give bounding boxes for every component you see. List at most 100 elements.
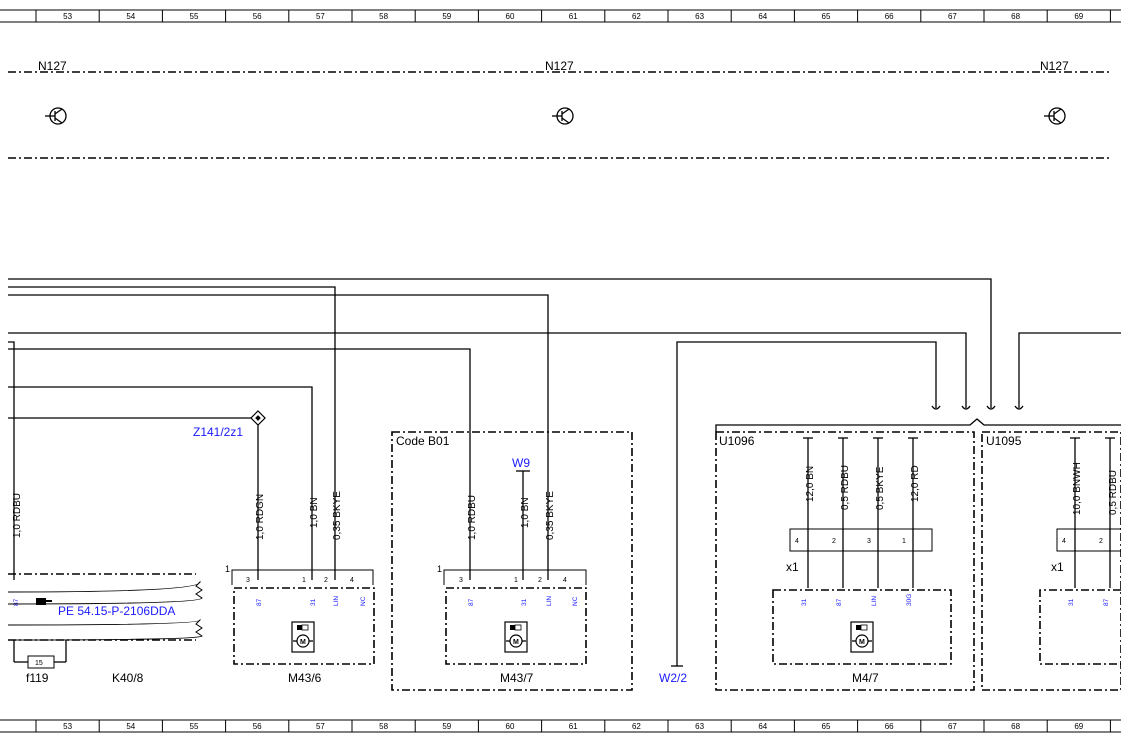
ruler-column-label: 56 — [253, 722, 262, 731]
pin-number: 1 — [902, 538, 906, 545]
u-modules: U1096 U1095 12,0 BN 0,5 RDBU 0,5 BKYE 1 2… — [715, 418, 1121, 691]
ruler-column-label: 69 — [1074, 722, 1083, 731]
pin-name: LIN — [871, 596, 878, 606]
ruler-column-label: 62 — [632, 722, 641, 731]
ruler-column-label: 67 — [948, 722, 957, 731]
pin-name: 30G — [906, 594, 913, 606]
k40-label: K40/8 — [112, 671, 144, 685]
k40-area: 1,0 RDBU 87 15 — [7, 493, 203, 669]
m47-wire-2: 0,5 RDBU — [840, 465, 851, 510]
pin-number: 3 — [246, 577, 250, 584]
pin-name: 87 — [1103, 598, 1110, 606]
pin-number: 1 — [302, 577, 306, 584]
bus-wires — [8, 278, 1121, 667]
pin-name: 31 — [1068, 598, 1075, 606]
transistor-symbol-icon — [45, 107, 67, 125]
ruler-column-label: 57 — [316, 12, 325, 21]
pin-number: 4 — [795, 538, 799, 545]
m437-label: M43/7 — [500, 671, 534, 685]
ruler-column-label: 69 — [1074, 12, 1083, 21]
pin-name: 31 — [521, 598, 528, 606]
pin-number: 4 — [1062, 538, 1066, 545]
svg-text:M: M — [513, 639, 519, 646]
n127-label-2: N127 — [545, 59, 574, 73]
ruler-column-label: 54 — [126, 12, 135, 21]
m437-wire-1: 1,0 RDBU — [467, 495, 478, 540]
ruler-column-label: 53 — [63, 12, 72, 21]
w22-reference-link[interactable]: W2/2 — [659, 671, 687, 685]
u1096-label: U1096 — [719, 434, 755, 448]
n127-label-3: N127 — [1040, 59, 1069, 73]
z141-splice — [250, 410, 266, 426]
u1095-wire-1: 10,0 BNWH — [1072, 462, 1083, 515]
m436-wire-1: 1,0 RDGN — [255, 494, 266, 540]
code-b01-box — [391, 431, 633, 691]
f119-label: f119 — [26, 671, 49, 685]
m436-label: M43/6 — [288, 671, 322, 685]
ruler-column-label: 58 — [379, 12, 388, 21]
ruler-column-label: 60 — [506, 722, 515, 731]
ruler-column-label: 54 — [126, 722, 135, 731]
ruler-column-label: 59 — [442, 722, 451, 731]
w9-ground-terminal-icon — [516, 470, 530, 580]
pin-name: NC — [572, 596, 579, 606]
ruler-column-label: 65 — [822, 12, 831, 21]
ruler-column-label: 68 — [1011, 12, 1020, 21]
n127-section: N127 N127 N127 — [8, 59, 1112, 159]
ruler-column-label: 56 — [253, 12, 262, 21]
ruler-column-label: 57 — [316, 722, 325, 731]
m437-wire-3: 0,35 BKYE — [545, 491, 556, 540]
m436-motor: 1,0 RDGN 1,0 BN 0,35 BKYE 1 3 1 2 4 87 3… — [225, 491, 375, 665]
ruler-column-label: 58 — [379, 722, 388, 731]
motor-icon: M — [291, 621, 315, 653]
n127-label-1: N127 — [38, 59, 67, 73]
m436-wire-2: 1,0 BN — [309, 497, 320, 528]
ruler-column-label: 61 — [569, 722, 578, 731]
ruler-column-label: 64 — [758, 12, 767, 21]
m436-wire-3: 0,35 BKYE — [332, 491, 343, 540]
pe-reference-link[interactable]: PE 54.15-P-2106DDA — [58, 604, 175, 618]
pin-name: LIN — [333, 596, 340, 606]
ruler-column-label: 61 — [569, 12, 578, 21]
ruler-column-label: 55 — [190, 12, 199, 21]
m437-motor: 1,0 RDBU 1,0 BN 0,35 BKYE 1 3 1 2 4 87 3… — [437, 491, 587, 665]
pin-number: 2 — [1099, 538, 1103, 545]
ruler-column-label: 62 — [632, 12, 641, 21]
code-b01-label: Code B01 — [396, 434, 450, 448]
u1095-wire-2: 0,5 RDBU — [1108, 470, 1119, 515]
ruler-column-label: 66 — [885, 722, 894, 731]
ruler-column-label: 65 — [822, 722, 831, 731]
motor-icon: M — [504, 621, 528, 653]
fuse-value: 15 — [35, 660, 43, 667]
ruler-column-label: 64 — [758, 722, 767, 731]
svg-text:M: M — [300, 639, 306, 646]
ruler-column-label: 55 — [190, 722, 199, 731]
wire-label-left-rdbu: 1,0 RDBU — [12, 493, 23, 538]
pin-name: NC — [360, 596, 367, 606]
pin-name: 31 — [310, 598, 317, 606]
m47-label: M4/7 — [852, 671, 879, 685]
w9-reference-link[interactable]: W9 — [512, 456, 530, 470]
x1-label: x1 — [1051, 560, 1064, 574]
u1095-label: U1095 — [986, 434, 1022, 448]
m47-wire-3: 0,5 BKYE — [875, 466, 886, 510]
reference-hand-icon — [36, 598, 52, 605]
pin-number: 3 — [867, 538, 871, 545]
pin-number: 1 — [514, 577, 518, 584]
pin-87-left: 87 — [13, 598, 20, 606]
pin-number: 2 — [538, 577, 542, 584]
pin-number: 2 — [324, 577, 328, 584]
svg-text:M: M — [859, 639, 865, 646]
z141-reference-link[interactable]: Z141/2z1 — [193, 425, 243, 439]
ruler-column-label: 66 — [885, 12, 894, 21]
plug-label: 1 — [225, 564, 230, 574]
pin-name: 87 — [468, 598, 475, 606]
pin-number: 3 — [459, 577, 463, 584]
pin-name: 87 — [256, 598, 263, 606]
ruler-column-label: 68 — [1011, 722, 1020, 731]
ruler-column-label: 63 — [695, 12, 704, 21]
m47-wire-1: 12,0 BN — [805, 466, 816, 502]
